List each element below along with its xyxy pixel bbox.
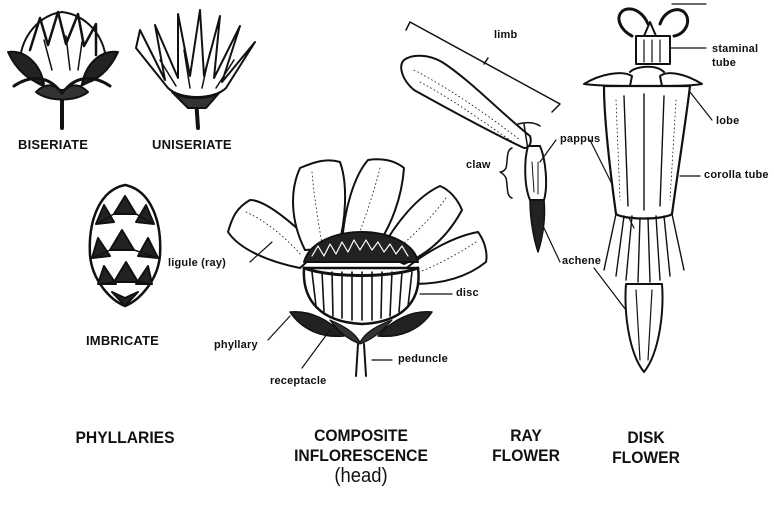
corolla-tube-label: corolla tube [704, 170, 769, 181]
uniseriate-illustration [136, 10, 255, 128]
composite-caption-line3: (head) [292, 466, 430, 486]
ligule-label: ligule (ray) [168, 258, 226, 269]
lobe-label: lobe [716, 116, 739, 127]
staminal-tube-label-line1: staminal [712, 42, 758, 56]
limb-label: limb [494, 30, 517, 41]
ray-flower-caption: RAY FLOWER [489, 426, 563, 466]
composite-head-illustration [228, 159, 487, 376]
phyllaries-caption: PHYLLARIES [65, 428, 185, 448]
disc-label: disc [456, 288, 479, 299]
ray-flower-caption-line2: FLOWER [489, 446, 563, 466]
composite-caption: COMPOSITE INFLORESCENCE (head) [292, 426, 430, 486]
peduncle-label: peduncle [398, 354, 448, 365]
achene-label: achene [562, 256, 601, 267]
imbricate-illustration [90, 185, 160, 306]
disk-flower-caption: DISK FLOWER [609, 428, 683, 468]
pappus-label: pappus [560, 134, 600, 145]
staminal-tube-label-line2: tube [712, 56, 758, 70]
ray-flower-caption-line1: RAY [489, 426, 563, 446]
composite-caption-line2: INFLORESCENCE [292, 446, 430, 466]
disk-flower-caption-line1: DISK [609, 428, 683, 448]
biseriate-illustration [8, 12, 118, 128]
staminal-tube-label: staminal tube [712, 42, 758, 70]
disk-flower-caption-line2: FLOWER [609, 448, 683, 468]
claw-label: claw [466, 160, 491, 171]
phyllary-label: phyllary [214, 340, 258, 351]
biseriate-label: BISERIATE [18, 138, 88, 151]
imbricate-label: IMBRICATE [86, 334, 159, 347]
receptacle-label: receptacle [270, 376, 326, 387]
uniseriate-label: UNISERIATE [152, 138, 232, 151]
disk-flower-illustration [584, 4, 712, 372]
composite-caption-line1: COMPOSITE [292, 426, 430, 446]
